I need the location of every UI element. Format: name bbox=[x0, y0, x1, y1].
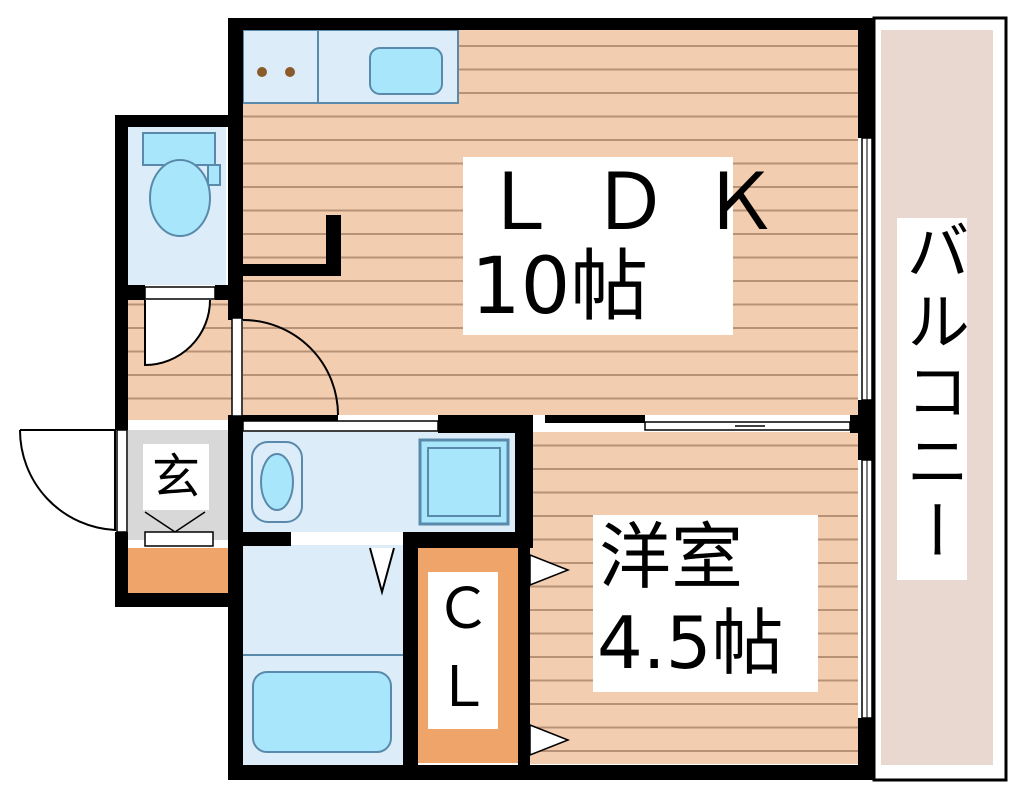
closet-label: Ｃ Ｌ bbox=[428, 572, 498, 729]
walls bbox=[115, 18, 874, 780]
closet-label-l: Ｌ bbox=[435, 655, 491, 720]
washing-machine-icon bbox=[418, 438, 510, 526]
balcony-text: バルコニー bbox=[895, 218, 969, 568]
stove-burner-icon bbox=[257, 67, 267, 77]
closet-label-c: Ｃ bbox=[435, 577, 491, 642]
door-swing bbox=[144, 299, 211, 367]
western-room-label: 洋室 4.5帖 bbox=[593, 515, 818, 692]
ldk-size: 10帖 bbox=[471, 242, 649, 332]
bathtub-icon bbox=[252, 671, 392, 753]
shoe-box bbox=[128, 548, 228, 593]
ldk-name: ＬＤＫ bbox=[481, 158, 812, 248]
toilet-bowl-icon bbox=[149, 159, 211, 237]
door-swing bbox=[18, 429, 116, 532]
entrance-label: 玄 bbox=[143, 444, 209, 510]
kitchen-sink-icon bbox=[369, 47, 443, 95]
stove-burner-icon bbox=[285, 67, 295, 77]
western-room-size: 4.5帖 bbox=[597, 601, 784, 685]
ldk-label: ＬＤＫ 10帖 bbox=[463, 157, 779, 335]
balcony-label: バルコニー bbox=[895, 218, 969, 580]
door-swing bbox=[242, 319, 339, 416]
western-room-name: 洋室 bbox=[599, 515, 744, 599]
